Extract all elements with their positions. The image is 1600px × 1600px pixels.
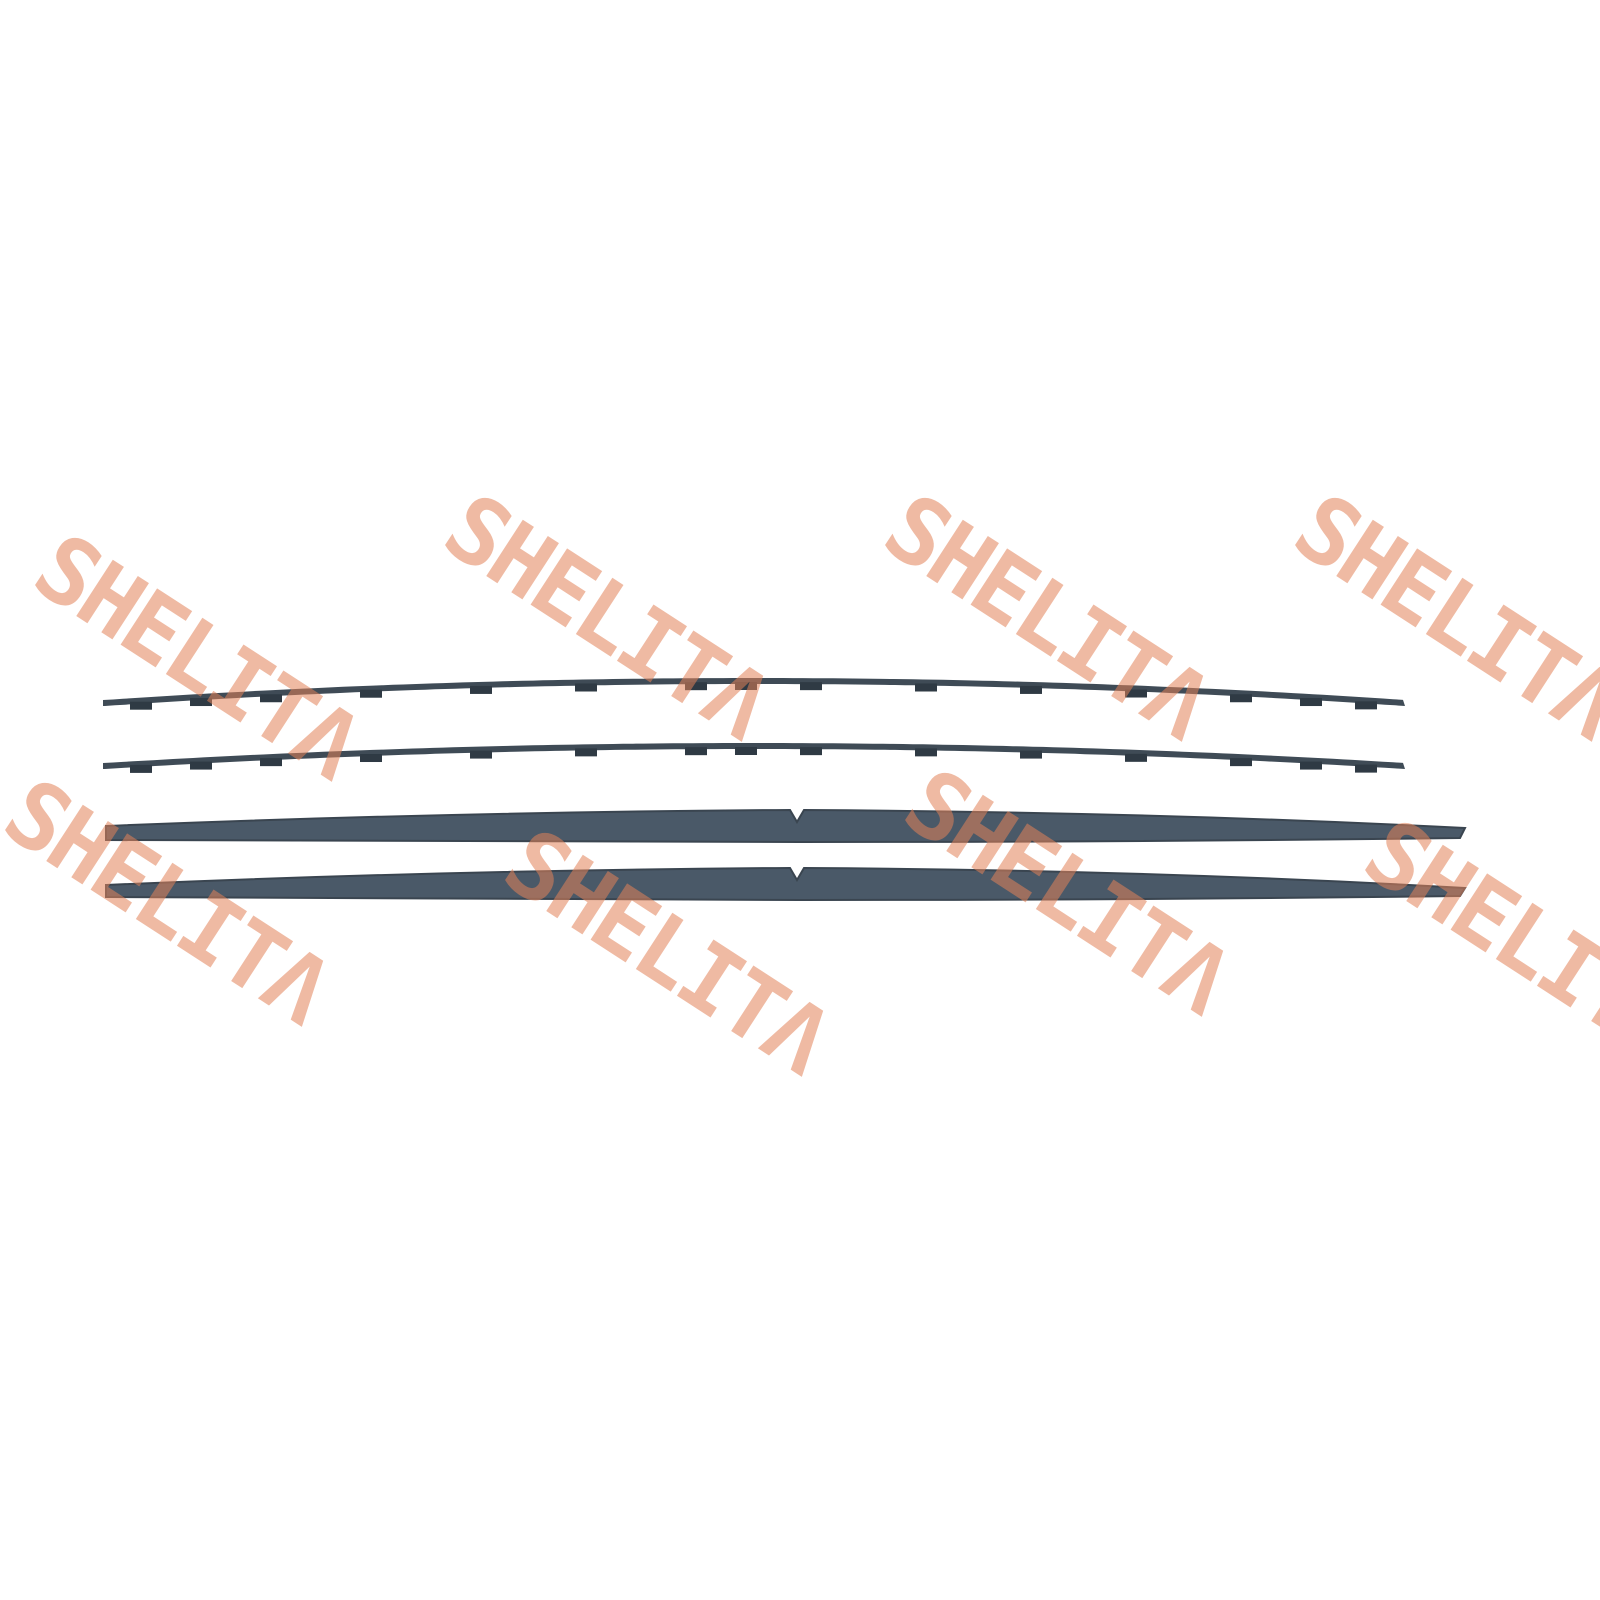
strip-tooth bbox=[800, 747, 822, 756]
strip-bar bbox=[103, 678, 1405, 706]
strip-tooth bbox=[1125, 689, 1147, 698]
strip-tooth bbox=[260, 694, 282, 703]
strip-tooth bbox=[1300, 698, 1322, 707]
strip-tooth bbox=[130, 701, 152, 710]
strip-tooth bbox=[190, 698, 212, 707]
strip-tooth bbox=[260, 758, 282, 767]
strip-tooth bbox=[360, 754, 382, 763]
strip-tooth bbox=[1020, 750, 1042, 759]
strip-tooth bbox=[1355, 701, 1377, 710]
strip-tooth bbox=[190, 761, 212, 770]
strip-tooth bbox=[130, 764, 152, 773]
flat-strip-lower bbox=[105, 866, 1467, 902]
strip-tooth bbox=[735, 682, 757, 691]
strip-tooth bbox=[685, 682, 707, 691]
toothed-strip-lower bbox=[103, 743, 1405, 773]
toothed-strip-upper bbox=[103, 678, 1405, 710]
strip-tooth bbox=[685, 747, 707, 756]
strip-tooth bbox=[575, 683, 597, 692]
strip-tooth bbox=[1125, 753, 1147, 762]
strip-tooth bbox=[915, 748, 937, 757]
strip-tooth bbox=[915, 683, 937, 692]
strip-tooth bbox=[1230, 758, 1252, 767]
strip-tooth bbox=[735, 747, 757, 756]
strip-tooth bbox=[470, 750, 492, 759]
flat-strip-upper bbox=[105, 808, 1467, 844]
strip-tooth bbox=[800, 682, 822, 691]
strip-tooth bbox=[360, 689, 382, 698]
strip-tooth bbox=[1020, 685, 1042, 694]
strip-tooth bbox=[1230, 694, 1252, 703]
strip-tooth bbox=[470, 685, 492, 694]
strip-bar bbox=[103, 743, 1405, 769]
strip-tooth bbox=[575, 748, 597, 757]
strip-tooth bbox=[1300, 761, 1322, 770]
strip-tooth bbox=[1355, 764, 1377, 773]
